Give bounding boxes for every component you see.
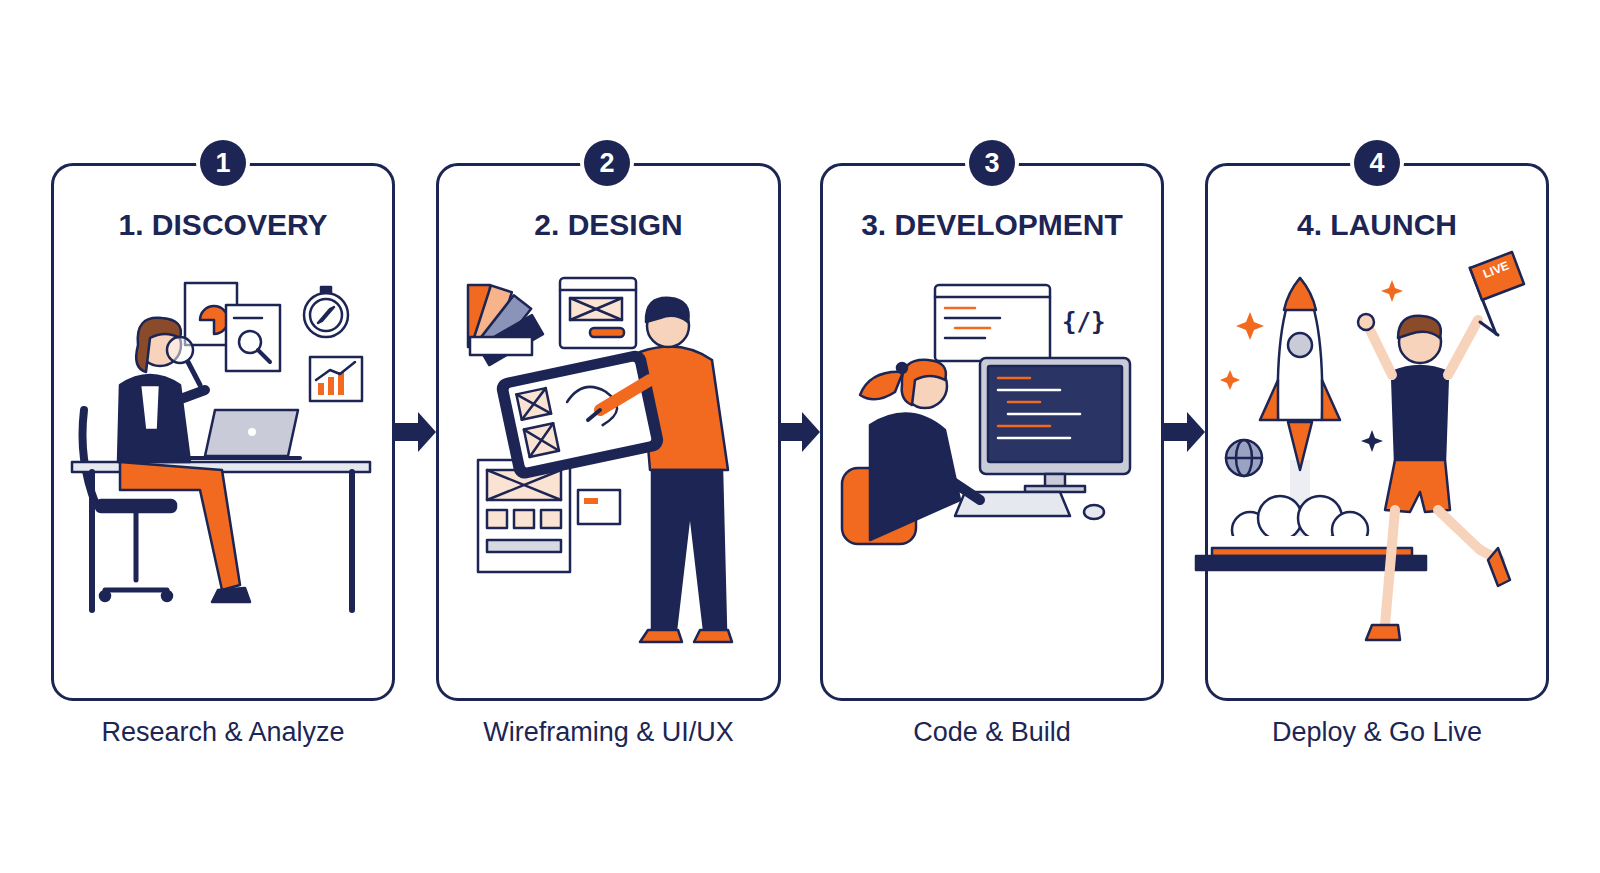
design-illustration [468,278,732,642]
step-caption: Research & Analyze [34,717,412,748]
flow-arrow [781,412,820,452]
flag-text: LIVE [1481,258,1511,281]
step-number: 4 [1369,150,1384,177]
arrow-shaft [1164,423,1188,441]
step-number-badge: 2 [584,140,630,186]
step-title: 2. DESIGN [439,208,778,242]
flow-arrow [395,412,436,452]
step-caption: Deploy & Go Live [1188,717,1566,748]
development-illustration [842,285,1130,544]
step-panel: 2. DESIGNWireframing & UI/UX [436,163,781,701]
step-title: 1. DISCOVERY [54,208,392,242]
step-number-badge: 3 [969,140,1015,186]
code-symbol: {/} [1062,308,1105,336]
step-panel: 1. DISCOVERYResearch & Analyze [51,163,395,701]
step-panel: 4. LAUNCHDeploy & Go Live [1205,163,1549,701]
step-title: 3. DEVELOPMENT [823,208,1161,242]
step-number: 3 [984,150,999,177]
discovery-illustration [72,283,370,610]
arrow-head [418,412,436,452]
step-panel: 3. DEVELOPMENTCode & Build [820,163,1164,701]
arrow-head [802,412,820,452]
step-title: 4. LAUNCH [1208,208,1546,242]
step-number-badge: 1 [200,140,246,186]
arrow-head [1187,412,1205,452]
step-caption: Code & Build [803,717,1181,748]
step-number: 2 [599,150,614,177]
step-number-badge: 4 [1354,140,1400,186]
arrow-shaft [781,423,803,441]
step-caption: Wireframing & UI/UX [419,717,798,748]
flow-arrow [1164,412,1205,452]
step-number: 1 [215,150,230,177]
arrow-shaft [395,423,419,441]
launch-illustration [1196,252,1524,640]
